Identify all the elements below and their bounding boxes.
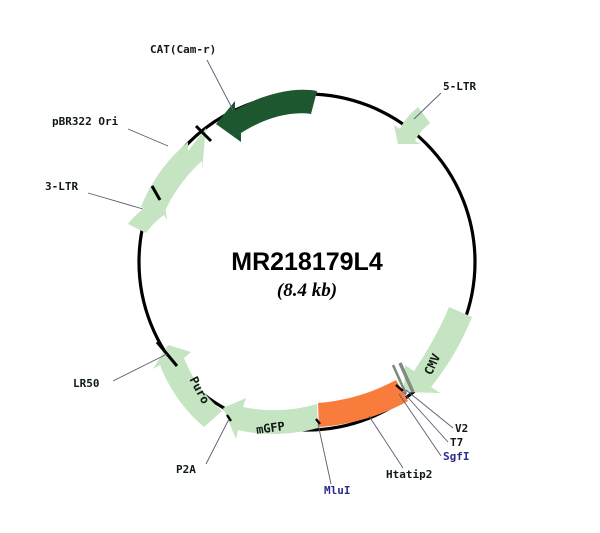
label-mlui: MluI — [324, 484, 351, 497]
tag-bars-v2-t7[interactable] — [391, 362, 415, 395]
tag-bar-t7[interactable] — [391, 364, 408, 395]
plasmid-name: MR218179L4 — [231, 248, 383, 276]
leader-p2a — [205, 418, 230, 465]
leader-sgfi — [398, 393, 442, 457]
tag-bar-v2[interactable] — [398, 362, 415, 393]
feature-arrow-5-ltr[interactable] — [394, 107, 430, 144]
leader-5-ltr — [413, 92, 442, 120]
feature-3-ltr[interactable] — [128, 188, 167, 233]
label-v2: V2 — [455, 422, 468, 435]
leader-3-ltr — [87, 192, 144, 210]
leader-cat-cam-r — [206, 59, 234, 111]
tick-mlui — [315, 418, 321, 425]
feature-labels: CAT(Cam-r) pBR322 Ori 3-LTR 5-LTR Htatip… — [45, 43, 476, 481]
leader-v2 — [405, 389, 454, 429]
label-cat-cam-r: CAT(Cam-r) — [150, 43, 216, 56]
feature-cat-cam-r[interactable] — [216, 89, 317, 142]
label-p2a: P2A — [176, 463, 196, 476]
leader-mlui — [317, 423, 332, 485]
tick-ori-3ltr-junction — [150, 185, 162, 201]
label-htatip2: Htatip2 — [386, 468, 432, 481]
feature-cmv[interactable]: CMV — [404, 307, 472, 393]
feature-mgfp[interactable]: mGFP — [223, 398, 318, 439]
label-t7: T7 — [450, 436, 463, 449]
feature-arrow-cmv[interactable] — [404, 307, 472, 393]
feature-arrow-puro[interactable] — [153, 345, 222, 427]
leader-t7 — [402, 391, 449, 443]
leader-lr50 — [112, 353, 168, 382]
feature-arrow-htatip2[interactable] — [318, 380, 408, 427]
label-sgfi: SgfI — [443, 450, 470, 463]
feature-arrow-3-ltr[interactable] — [128, 188, 167, 233]
feature-arrow-mgfp[interactable] — [223, 398, 318, 439]
feature-5-ltr[interactable] — [394, 107, 430, 144]
tick-p2a — [226, 414, 232, 422]
plasmid-size: (8.4 kb) — [277, 280, 337, 301]
leader-htatip2 — [368, 415, 404, 469]
feature-arrow-cat-cam-r[interactable] — [216, 89, 317, 142]
label-3-ltr: 3-LTR — [45, 180, 78, 193]
site-labels: V2 T7 SgfI MluI P2A LR50 — [73, 377, 470, 497]
tick-cat-ori-junction — [194, 124, 213, 143]
label-lr50: LR50 — [73, 377, 100, 390]
tick-sgfi — [395, 384, 404, 392]
leader-pbr322-ori — [127, 128, 169, 147]
feature-label-mgfp: mGFP — [255, 419, 286, 437]
label-pbr322-ori: pBR322 Ori — [52, 115, 119, 128]
feature-htatip2[interactable] — [318, 380, 408, 427]
center-title-group: MR218179L4 (8.4 kb) — [231, 248, 383, 301]
leader-lines — [87, 59, 454, 485]
label-5-ltr: 5-LTR — [443, 80, 476, 93]
